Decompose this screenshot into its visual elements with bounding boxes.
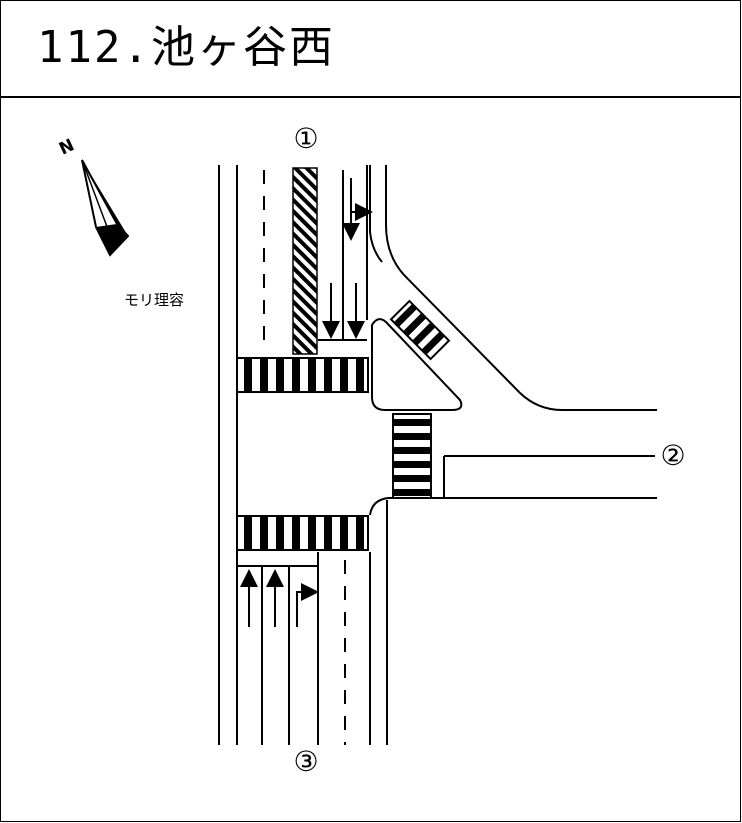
landmark-shop-label: モリ理容 bbox=[124, 291, 184, 309]
northbound-lane-arrows bbox=[240, 569, 319, 627]
south-crosswalk bbox=[236, 515, 369, 551]
north-label: N bbox=[56, 135, 77, 159]
approach-label-east: ② bbox=[660, 439, 685, 472]
north-road-lanes bbox=[263, 165, 368, 345]
east-crosswalk bbox=[392, 413, 432, 499]
right-turn-arrow-icon bbox=[296, 583, 319, 627]
header-bar: 112.池ヶ谷西 bbox=[1, 1, 740, 98]
north-crosswalk bbox=[236, 357, 369, 393]
approach-label-north: ① bbox=[293, 122, 318, 155]
west-road-edges bbox=[218, 165, 238, 745]
hatched-median bbox=[292, 167, 318, 355]
approach-label-south: ③ bbox=[293, 745, 318, 778]
diagonal-crosswalk bbox=[389, 299, 451, 361]
traffic-island bbox=[371, 318, 463, 411]
south-road-lanes bbox=[237, 500, 388, 745]
east-road-lanes bbox=[369, 455, 657, 516]
east-road-upper-edge bbox=[385, 165, 657, 411]
north-arrow-icon bbox=[81, 159, 130, 257]
southbound-lane-arrows bbox=[322, 178, 373, 339]
page-title: 112.池ヶ谷西 bbox=[37, 22, 335, 73]
